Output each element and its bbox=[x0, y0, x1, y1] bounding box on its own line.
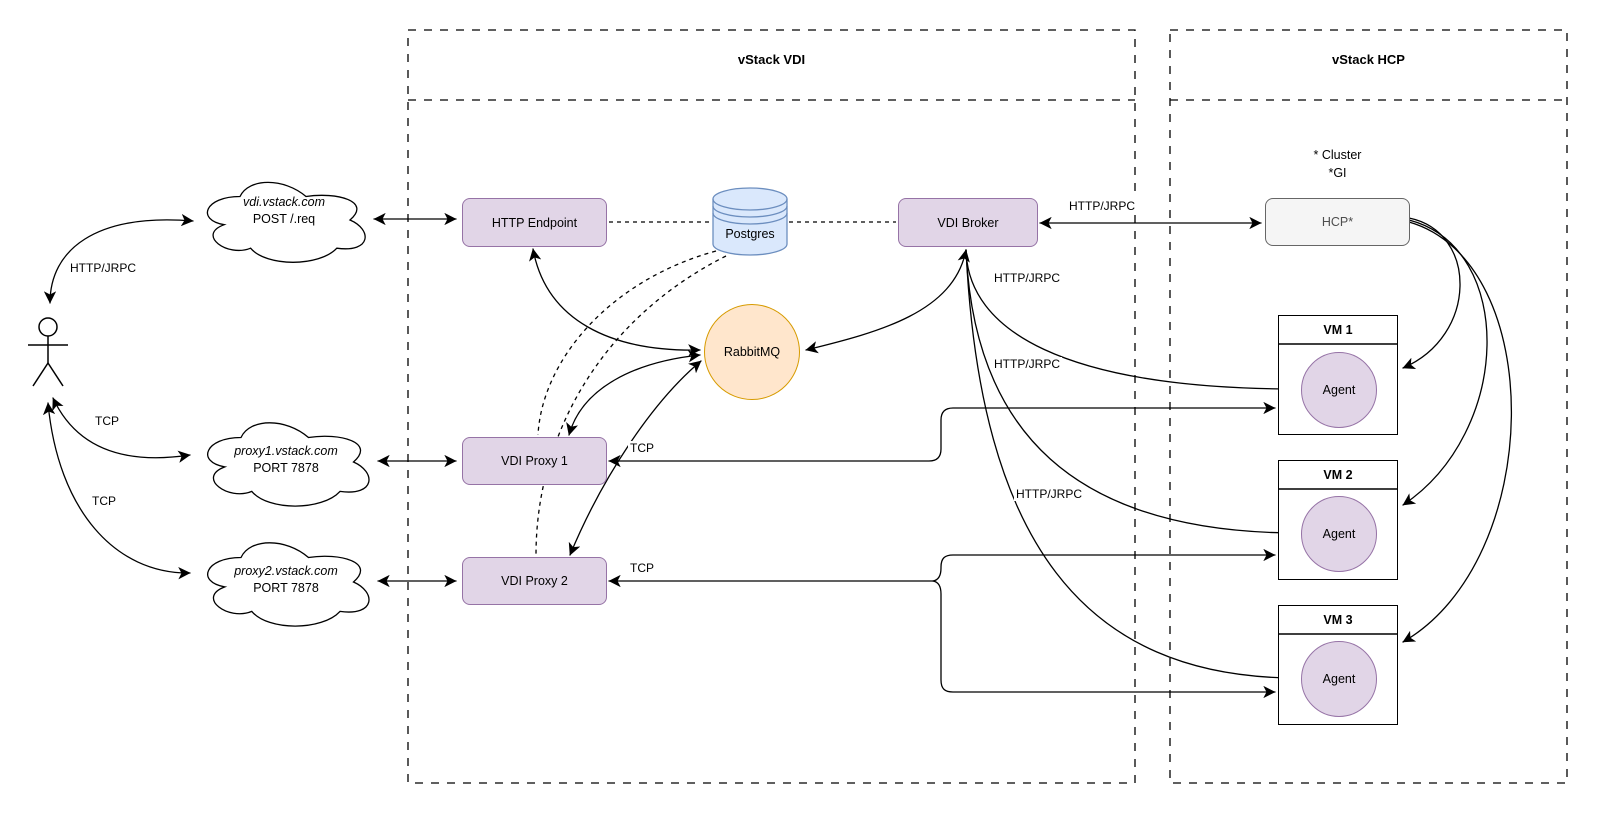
container-title-vstack-vdi: vStack VDI bbox=[737, 52, 806, 67]
edge-actor-proxy1-cloud bbox=[52, 397, 191, 463]
edge-postgres-vdi-proxy1 bbox=[537, 250, 717, 436]
node-http-endpoint: HTTP Endpoint bbox=[462, 198, 607, 247]
cloud-vdi-vstack bbox=[206, 181, 366, 263]
cloud-proxy1-hostname: proxy1.vstack.com bbox=[234, 444, 338, 458]
label-broker-vm3: HTTP/JRPC bbox=[1014, 487, 1084, 501]
hcp-note: * Cluster *GI bbox=[1265, 146, 1410, 182]
edge-hcp-vm1-agent bbox=[1402, 217, 1461, 370]
vm2-agent: Agent bbox=[1301, 496, 1377, 572]
node-hcp: HCP* bbox=[1265, 198, 1410, 246]
edge-rabbitmq-vdi-broker bbox=[805, 249, 970, 354]
node-vdi-proxy1: VDI Proxy 1 bbox=[462, 437, 607, 485]
vm1-title: VM 1 bbox=[1279, 316, 1397, 345]
edge-vdi-proxy2-vm3 bbox=[932, 580, 1276, 699]
cloud-proxy2-hostname: proxy2.vstack.com bbox=[234, 564, 338, 578]
cloud-proxy2-vstack bbox=[207, 542, 370, 627]
node-rabbitmq: RabbitMQ bbox=[704, 304, 800, 400]
container-vstack-vdi bbox=[407, 29, 1136, 784]
cloud-vdi-label: vdi.vstack.com POST /.req bbox=[204, 194, 364, 228]
edge-vdi-broker-vm3-agent bbox=[965, 249, 1298, 685]
node-postgres-label: Postgres bbox=[725, 227, 775, 241]
edge-vdi-proxy1-rabbitmq bbox=[566, 350, 701, 436]
cloud-proxy2-detail: PORT 7878 bbox=[253, 581, 319, 595]
cloud-proxy1-label: proxy1.vstack.com PORT 7878 bbox=[204, 443, 368, 477]
actor-icon bbox=[28, 317, 68, 387]
cloud-proxy1-detail: PORT 7878 bbox=[253, 461, 319, 475]
label-proxy2-tcp: TCP bbox=[628, 561, 656, 575]
vm2-title: VM 2 bbox=[1279, 461, 1397, 490]
label-broker-vm2: HTTP/JRPC bbox=[992, 357, 1062, 371]
cloud-vdi-hostname: vdi.vstack.com bbox=[243, 195, 325, 209]
edge-vdi-proxy1-vm1 bbox=[608, 401, 1276, 468]
cloud-vdi-detail: POST /.req bbox=[252, 212, 316, 226]
label-actor-proxy1: TCP bbox=[93, 414, 121, 428]
container-title-vstack-hcp: vStack HCP bbox=[1332, 52, 1405, 67]
hcp-note-cluster: * Cluster bbox=[1313, 148, 1362, 162]
cloud-proxy2-label: proxy2.vstack.com PORT 7878 bbox=[204, 563, 368, 597]
node-vdi-proxy2: VDI Proxy 2 bbox=[462, 557, 607, 605]
label-proxy1-tcp: TCP bbox=[628, 441, 656, 455]
vm3-agent: Agent bbox=[1301, 641, 1377, 717]
edge-actor-vdi-cloud bbox=[43, 213, 194, 304]
edge-http-endpoint-rabbitmq bbox=[529, 248, 701, 357]
edge-actor-proxy2-cloud bbox=[42, 402, 191, 580]
edge-hcp-vm2-agent bbox=[1402, 219, 1488, 506]
label-broker-vm1: HTTP/JRPC bbox=[992, 271, 1062, 285]
vm3-title: VM 3 bbox=[1279, 606, 1397, 635]
edge-vdi-broker-vm1-agent bbox=[965, 249, 1299, 396]
vm1-agent: Agent bbox=[1301, 352, 1377, 428]
label-actor-proxy2: TCP bbox=[90, 494, 118, 508]
edge-postgres-vdi-proxy2 bbox=[535, 255, 727, 556]
cloud-proxy1-vstack bbox=[207, 422, 370, 507]
hcp-note-gi: *GI bbox=[1328, 166, 1347, 180]
label-actor-vdi: HTTP/JRPC bbox=[68, 261, 138, 275]
edge-vdi-proxy2-vm2 bbox=[932, 548, 1276, 582]
label-broker-hcp: HTTP/JRPC bbox=[1067, 199, 1137, 213]
postgres-cylinder bbox=[712, 187, 788, 256]
node-vdi-broker: VDI Broker bbox=[898, 198, 1038, 247]
edge-hcp-vm3-agent bbox=[1402, 221, 1512, 643]
